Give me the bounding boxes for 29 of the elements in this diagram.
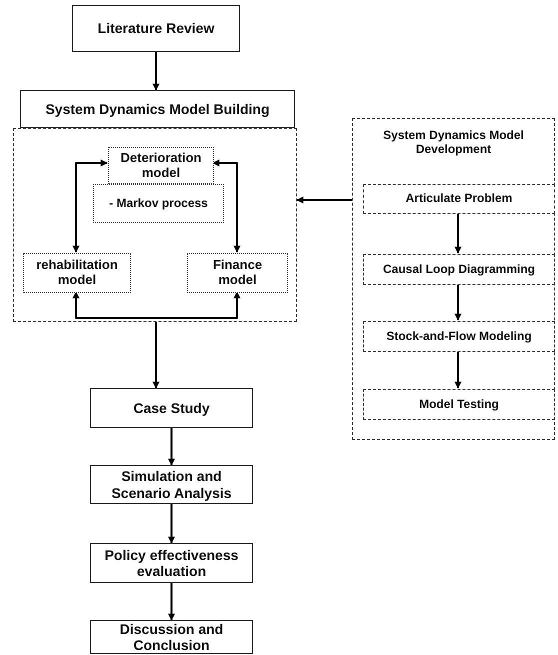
arrow <box>296 196 352 204</box>
arrow <box>168 504 175 544</box>
arrow <box>454 284 462 321</box>
process-box: Case Study <box>90 388 253 428</box>
arrow <box>72 291 240 319</box>
group-title: System Dynamics Model Development <box>382 129 525 157</box>
process-box: System Dynamics Model Building <box>20 90 295 128</box>
arrow <box>212 160 240 253</box>
process-box: Discussion and Conclusion <box>90 620 253 654</box>
process-box: Model Testing <box>363 389 555 420</box>
arrow <box>152 52 160 91</box>
arrow <box>168 428 175 466</box>
process-box: Policy effectiveness evaluation <box>90 543 253 583</box>
process-box: rehabilitation model <box>23 253 131 293</box>
arrow <box>168 583 175 621</box>
process-box: - Markov process <box>93 184 224 223</box>
process-box: Causal Loop Diagramming <box>363 254 555 285</box>
process-box: Finance model <box>187 253 288 293</box>
process-box: Deterioration model <box>108 147 214 184</box>
arrow <box>454 351 462 389</box>
arrow <box>152 322 160 389</box>
arrow <box>454 213 462 254</box>
process-box: Simulation and Scenario Analysis <box>90 465 253 504</box>
process-box: Articulate Problem <box>363 184 555 214</box>
process-box: Literature Review <box>72 5 240 52</box>
dashed-group-box <box>352 118 555 440</box>
arrow <box>72 160 108 253</box>
dashed-group-box <box>13 128 297 322</box>
process-box: Stock-and-Flow Modeling <box>363 321 555 352</box>
